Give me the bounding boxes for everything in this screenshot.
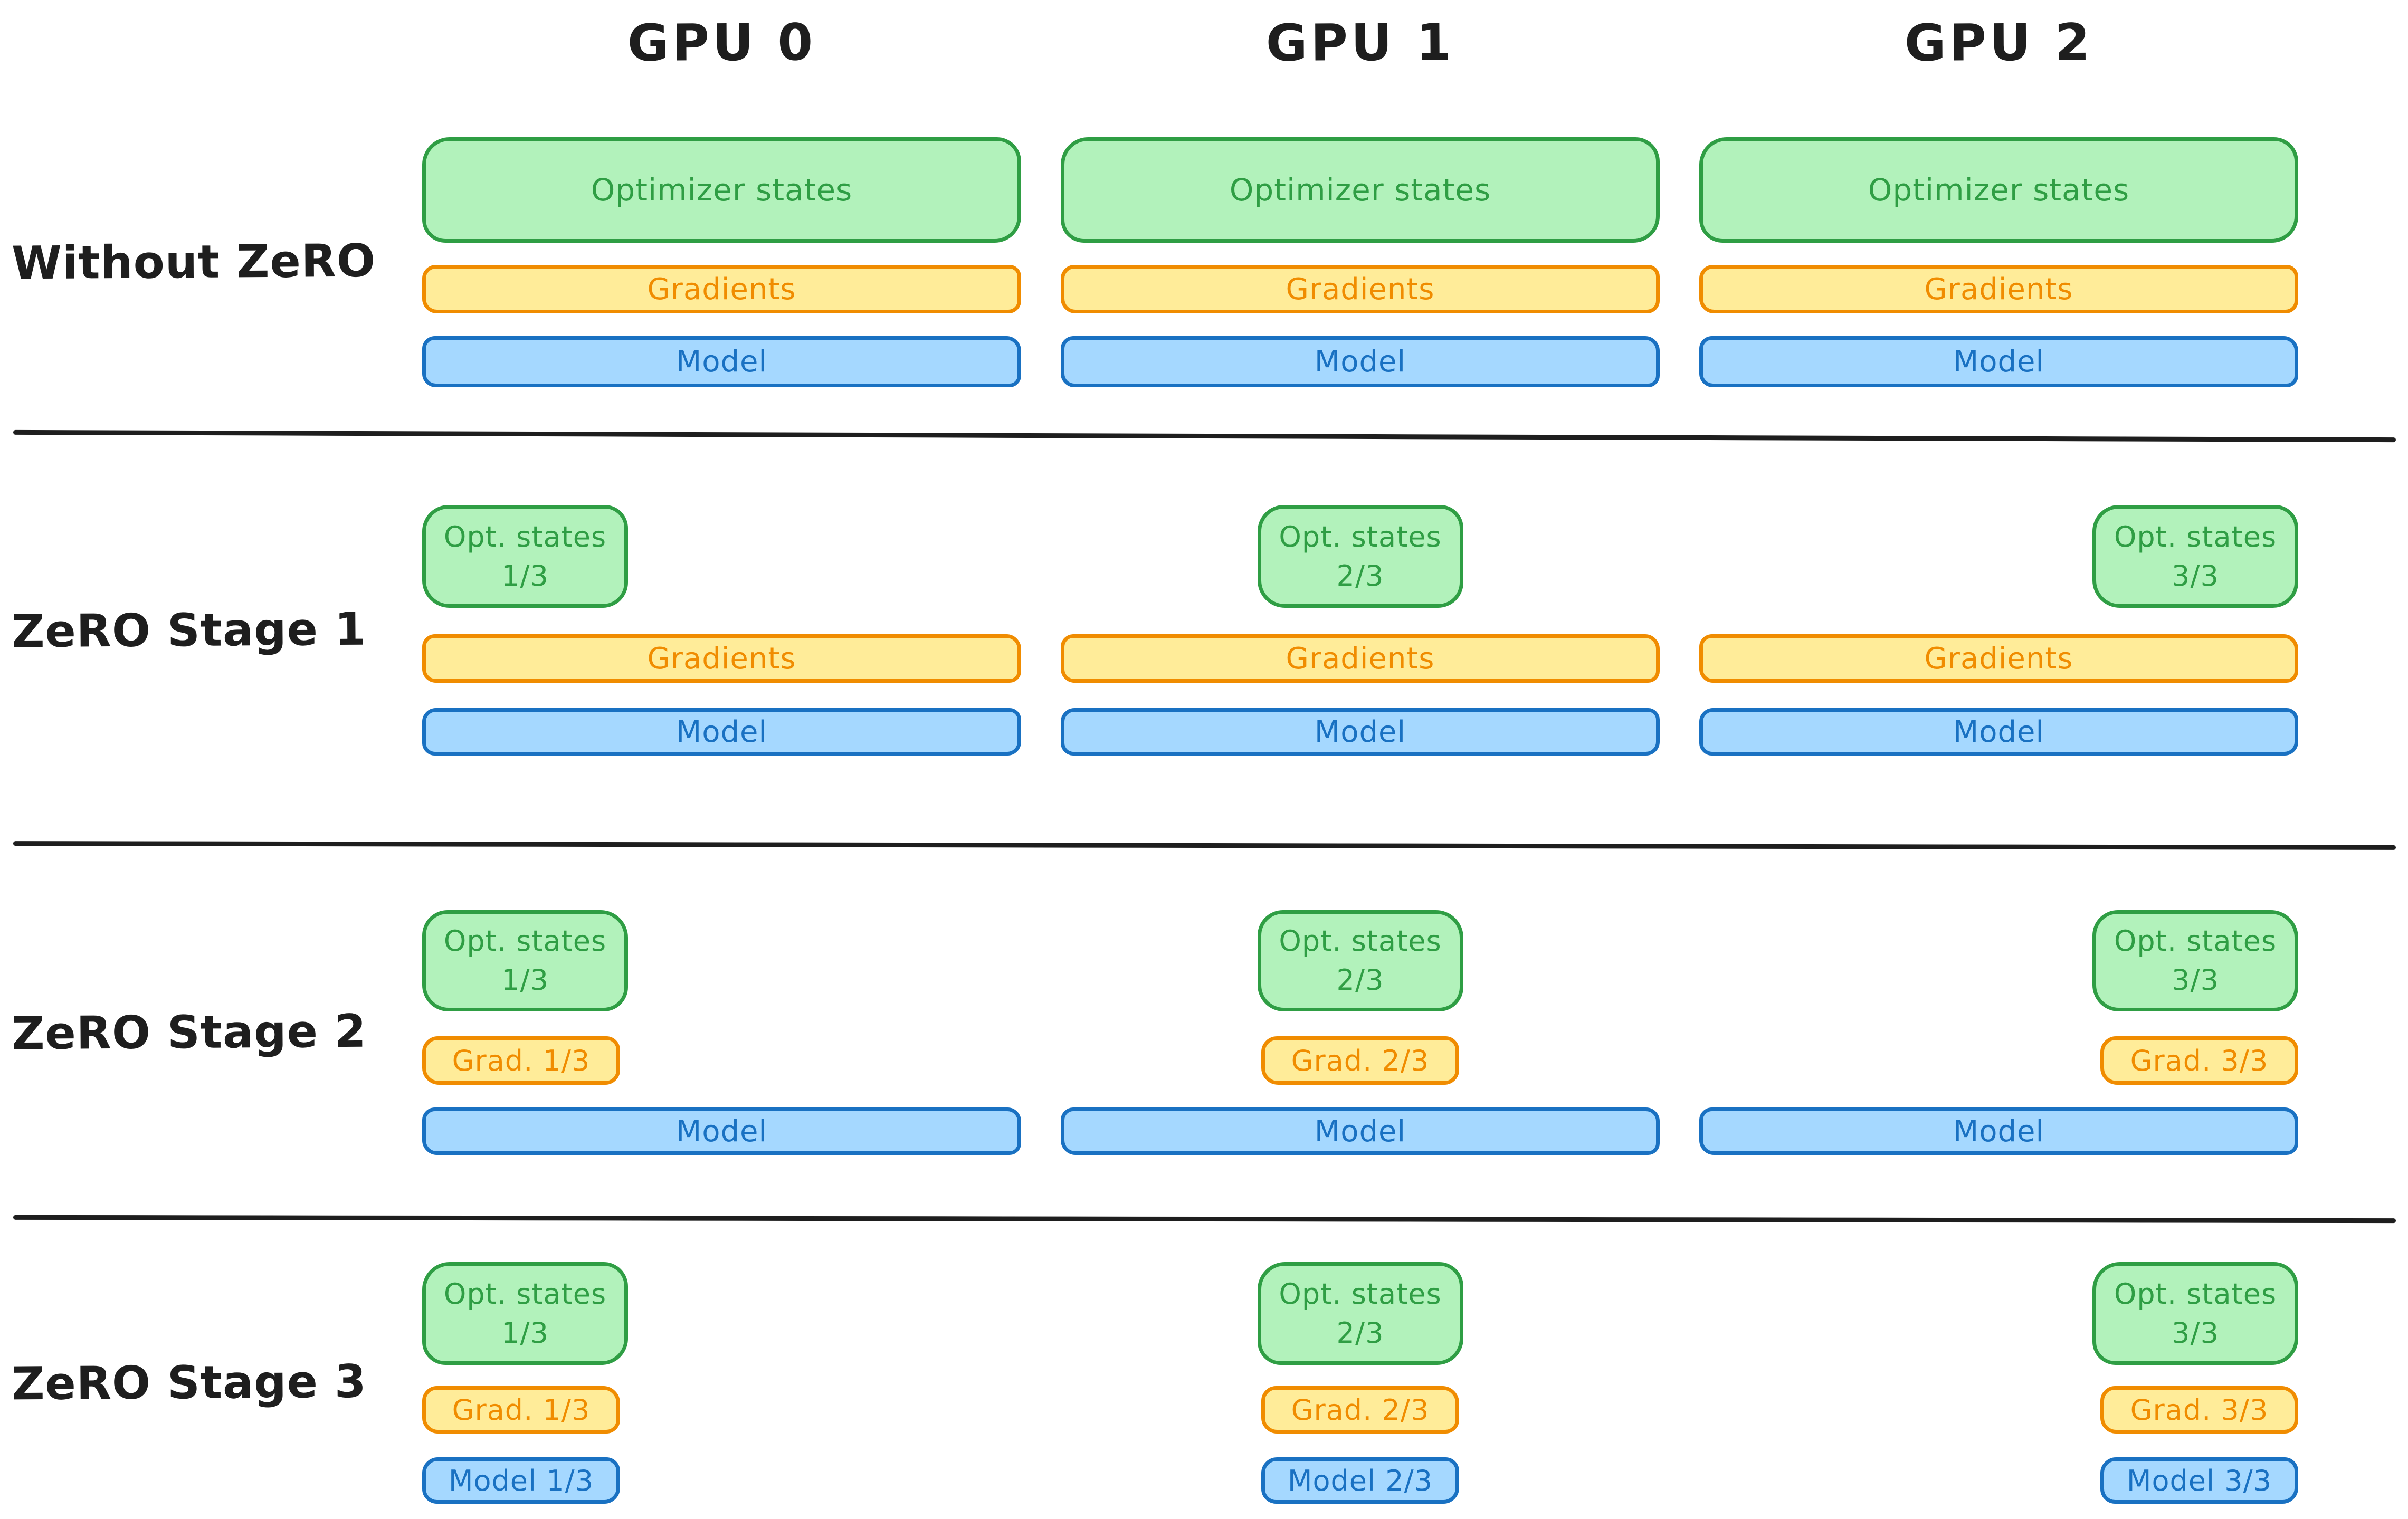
optimizer-states-shard-box: Opt. states 1/3 bbox=[422, 505, 628, 608]
column-headers: GPU 0 GPU 1 GPU 2 bbox=[0, 0, 2408, 73]
optimizer-shard-fraction: 3/3 bbox=[2172, 1316, 2219, 1350]
optimizer-states-shard-box: Opt. states 3/3 bbox=[2092, 1262, 2298, 1365]
gpu0-memory-stack: Opt. states 1/3 Grad. 1/3 Model 1/3 bbox=[422, 1262, 1021, 1504]
gradients-box: Gradients bbox=[1699, 634, 2298, 683]
optimizer-shard-fraction: 3/3 bbox=[2172, 963, 2219, 997]
model-box: Model bbox=[422, 708, 1021, 756]
stage-divider bbox=[13, 429, 2396, 443]
gpu0-memory-stack: Opt. states 1/3 Grad. 1/3 Model bbox=[422, 910, 1021, 1155]
optimizer-states-shard-box: Opt. states 1/3 bbox=[422, 1262, 628, 1365]
optimizer-states-shard-box: Opt. states 3/3 bbox=[2092, 910, 2298, 1011]
optimizer-states-label: Opt. states bbox=[1279, 1277, 1442, 1311]
gradients-shard-box: Grad. 2/3 bbox=[1261, 1036, 1459, 1085]
model-shard-box: Model 3/3 bbox=[2100, 1457, 2298, 1504]
column-header-gpu2: GPU 2 bbox=[1904, 13, 2093, 73]
model-shard-box: Model 1/3 bbox=[422, 1457, 620, 1504]
optimizer-states-label: Opt. states bbox=[443, 520, 607, 553]
optimizer-states-label: Optimizer states bbox=[1868, 172, 2130, 208]
gradients-shard-box: Grad. 2/3 bbox=[1261, 1386, 1459, 1434]
optimizer-states-box: Optimizer states bbox=[1061, 137, 1660, 243]
optimizer-states-label: Opt. states bbox=[2114, 924, 2277, 958]
model-shard-box: Model 2/3 bbox=[1261, 1457, 1459, 1504]
model-box: Model bbox=[1699, 336, 2298, 387]
model-box: Model bbox=[1061, 336, 1660, 387]
row-zero-stage-2: ZeRO Stage 2 Opt. states 1/3 Grad. 1/3 M… bbox=[0, 910, 2408, 1155]
optimizer-states-label: Opt. states bbox=[2114, 1277, 2277, 1311]
model-box: Model bbox=[422, 1107, 1021, 1155]
optimizer-states-box: Optimizer states bbox=[1699, 137, 2298, 243]
stage-divider bbox=[13, 1215, 2396, 1224]
row-label-stage-2: ZeRO Stage 2 bbox=[11, 1005, 367, 1061]
optimizer-states-shard-box: Opt. states 2/3 bbox=[1257, 910, 1463, 1011]
gradients-shard-box: Grad. 1/3 bbox=[422, 1386, 620, 1434]
model-box: Model bbox=[1061, 708, 1660, 756]
gpu1-memory-stack: Opt. states 2/3 Grad. 2/3 Model 2/3 bbox=[1061, 1262, 1660, 1504]
optimizer-states-box: Optimizer states bbox=[422, 137, 1021, 243]
gradients-box: Gradients bbox=[1699, 265, 2298, 313]
row-label-without-zero: Without ZeRO bbox=[11, 234, 376, 290]
gpu2-memory-stack: Opt. states 3/3 Gradients Model bbox=[1699, 505, 2298, 756]
optimizer-shard-fraction: 1/3 bbox=[501, 559, 549, 593]
gpu1-memory-stack: Opt. states 2/3 Gradients Model bbox=[1061, 505, 1660, 756]
gpu0-memory-stack: Optimizer states Gradients Model bbox=[422, 137, 1021, 387]
row-zero-stage-1: ZeRO Stage 1 Opt. states 1/3 Gradients M… bbox=[0, 505, 2408, 756]
gradients-box: Gradients bbox=[422, 634, 1021, 683]
gpu1-memory-stack: Opt. states 2/3 Grad. 2/3 Model bbox=[1061, 910, 1660, 1155]
model-box: Model bbox=[422, 336, 1021, 387]
optimizer-states-label: Opt. states bbox=[1279, 924, 1442, 958]
gradients-shard-box: Grad. 1/3 bbox=[422, 1036, 620, 1085]
optimizer-states-label: Optimizer states bbox=[1229, 172, 1491, 208]
optimizer-states-label: Optimizer states bbox=[591, 172, 853, 208]
optimizer-states-shard-box: Opt. states 1/3 bbox=[422, 910, 628, 1011]
optimizer-shard-fraction: 1/3 bbox=[501, 963, 549, 997]
gpu2-memory-stack: Opt. states 3/3 Grad. 3/3 Model 3/3 bbox=[1699, 1262, 2298, 1504]
optimizer-states-label: Opt. states bbox=[1279, 520, 1442, 553]
optimizer-states-shard-box: Opt. states 2/3 bbox=[1257, 505, 1463, 608]
model-box: Model bbox=[1699, 708, 2298, 756]
gradients-box: Gradients bbox=[1061, 265, 1660, 313]
row-label-stage-3: ZeRO Stage 3 bbox=[11, 1355, 367, 1411]
optimizer-states-label: Opt. states bbox=[2114, 520, 2277, 553]
model-box: Model bbox=[1061, 1107, 1660, 1155]
column-header-gpu0: GPU 0 bbox=[627, 13, 816, 73]
gpu2-memory-stack: Opt. states 3/3 Grad. 3/3 Model bbox=[1699, 910, 2298, 1155]
gradients-shard-box: Grad. 3/3 bbox=[2100, 1386, 2298, 1434]
column-header-gpu1: GPU 1 bbox=[1265, 13, 1455, 73]
optimizer-states-label: Opt. states bbox=[443, 924, 607, 958]
model-box: Model bbox=[1699, 1107, 2298, 1155]
row-without-zero: Without ZeRO Optimizer states Gradients … bbox=[0, 137, 2408, 387]
gradients-box: Gradients bbox=[1061, 634, 1660, 683]
optimizer-shard-fraction: 2/3 bbox=[1336, 559, 1384, 593]
optimizer-states-label: Opt. states bbox=[443, 1277, 607, 1311]
optimizer-shard-fraction: 1/3 bbox=[501, 1316, 549, 1350]
row-zero-stage-3: ZeRO Stage 3 Opt. states 1/3 Grad. 1/3 M… bbox=[0, 1262, 2408, 1504]
row-label-stage-1: ZeRO Stage 1 bbox=[11, 603, 367, 658]
optimizer-states-shard-box: Opt. states 3/3 bbox=[2092, 505, 2298, 608]
optimizer-shard-fraction: 3/3 bbox=[2172, 559, 2219, 593]
stage-divider bbox=[13, 841, 2396, 850]
optimizer-shard-fraction: 2/3 bbox=[1336, 1316, 1384, 1350]
gpu0-memory-stack: Opt. states 1/3 Gradients Model bbox=[422, 505, 1021, 756]
optimizer-shard-fraction: 2/3 bbox=[1336, 963, 1384, 997]
gradients-box: Gradients bbox=[422, 265, 1021, 313]
gpu2-memory-stack: Optimizer states Gradients Model bbox=[1699, 137, 2298, 387]
optimizer-states-shard-box: Opt. states 2/3 bbox=[1257, 1262, 1463, 1365]
gpu1-memory-stack: Optimizer states Gradients Model bbox=[1061, 137, 1660, 387]
gradients-shard-box: Grad. 3/3 bbox=[2100, 1036, 2298, 1085]
